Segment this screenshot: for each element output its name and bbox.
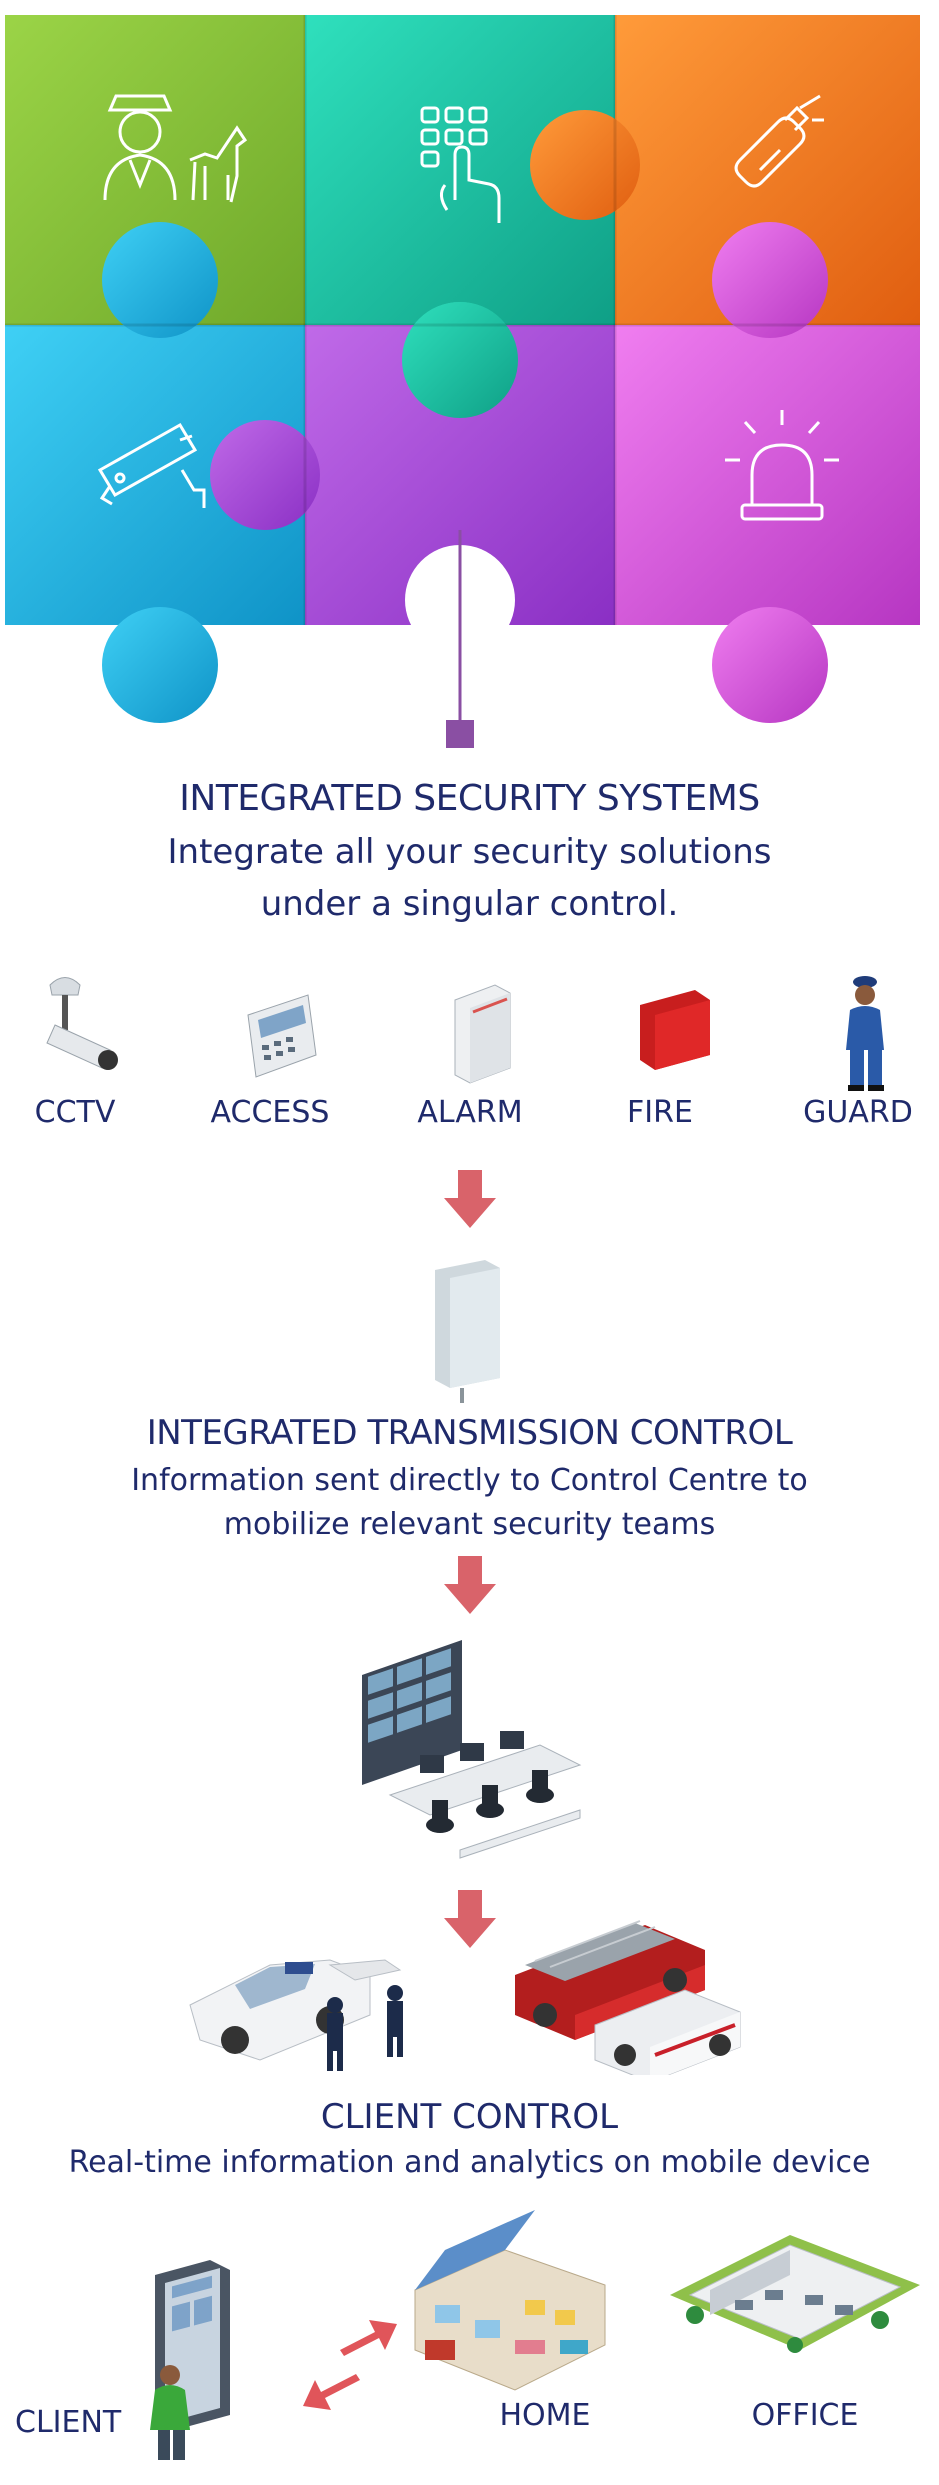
system-label-fire: FIRE	[627, 1095, 693, 1130]
system-label-alarm: ALARM	[417, 1095, 523, 1130]
transmitter-device-icon	[420, 1255, 520, 1405]
systems-icons-row	[0, 970, 939, 1100]
keypad-hand-icon	[420, 106, 501, 223]
control-room-illustration	[350, 1635, 590, 1865]
office-label: OFFICE	[751, 2398, 859, 2433]
system-label-access: ACCESS	[210, 1095, 330, 1130]
fire-ambulance-vehicles	[505, 1895, 755, 2075]
section1-title: INTEGRATED SECURITY SYSTEMS	[179, 778, 760, 819]
section1-subtitle-line2: under a singular control.	[260, 884, 679, 924]
puzzle-piece-alarm	[615, 222, 920, 723]
puzzle-piece-center	[210, 302, 615, 655]
security-puzzle	[0, 0, 939, 760]
client-tablet-illustration	[140, 2255, 260, 2465]
cctv-icon	[46, 977, 118, 1070]
arrow-down-2	[430, 1556, 510, 1616]
arrow-down-3	[430, 1890, 510, 1950]
alarm-panel-icon	[454, 984, 511, 1084]
arrow-down-1	[430, 1170, 510, 1230]
client-label: CLIENT	[15, 2405, 122, 2440]
bidirectional-arrows	[300, 2310, 400, 2420]
security-patrol-vehicle	[180, 1905, 440, 2075]
section3-subtitle: Real-time information and analytics on m…	[68, 2145, 871, 2180]
cctv-camera-icon	[97, 422, 206, 508]
section2-subtitle-line1: Information sent directly to Control Cen…	[131, 1463, 808, 1498]
security-guard-icon	[846, 976, 884, 1091]
system-label-cctv: CCTV	[34, 1095, 116, 1130]
section1-subtitle-line1: Integrate all your security solutions	[167, 832, 772, 872]
section2-subtitle-line2: mobilize relevant security teams	[223, 1507, 716, 1542]
office-illustration	[665, 2195, 925, 2375]
section2-title: INTEGRATED TRANSMISSION CONTROL	[146, 1413, 793, 1453]
system-label-guard: GUARD	[803, 1095, 913, 1130]
section3-title: CLIENT CONTROL	[320, 2097, 619, 2137]
fire-panel-icon	[640, 990, 710, 1070]
alarm-siren-icon	[725, 410, 839, 521]
fire-extinguisher-icon	[734, 94, 824, 188]
home-label: HOME	[499, 2398, 591, 2433]
access-keypad-icon	[247, 994, 317, 1078]
home-illustration	[405, 2200, 615, 2400]
connector-node	[446, 720, 474, 748]
guard-dog-icon	[103, 94, 248, 203]
